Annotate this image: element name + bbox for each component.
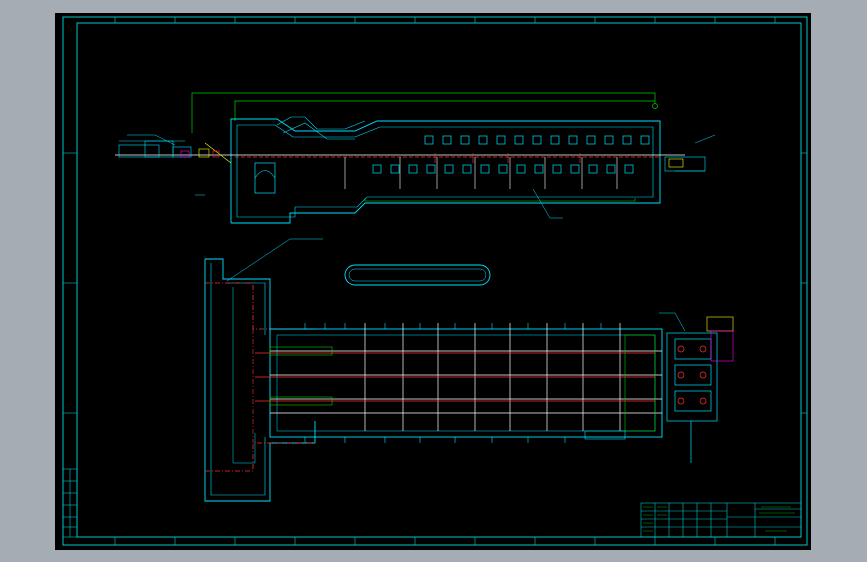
side-view [115, 92, 716, 224]
plan-view [204, 238, 734, 502]
cad-drawing [62, 16, 808, 546]
revision-strip [62, 468, 78, 538]
drawing-frame [76, 22, 802, 538]
title-block-fill [643, 506, 795, 532]
sheet-border [62, 16, 808, 546]
cad-viewport[interactable] [55, 13, 811, 550]
zone-ticks [63, 17, 807, 545]
title-block [640, 502, 802, 538]
